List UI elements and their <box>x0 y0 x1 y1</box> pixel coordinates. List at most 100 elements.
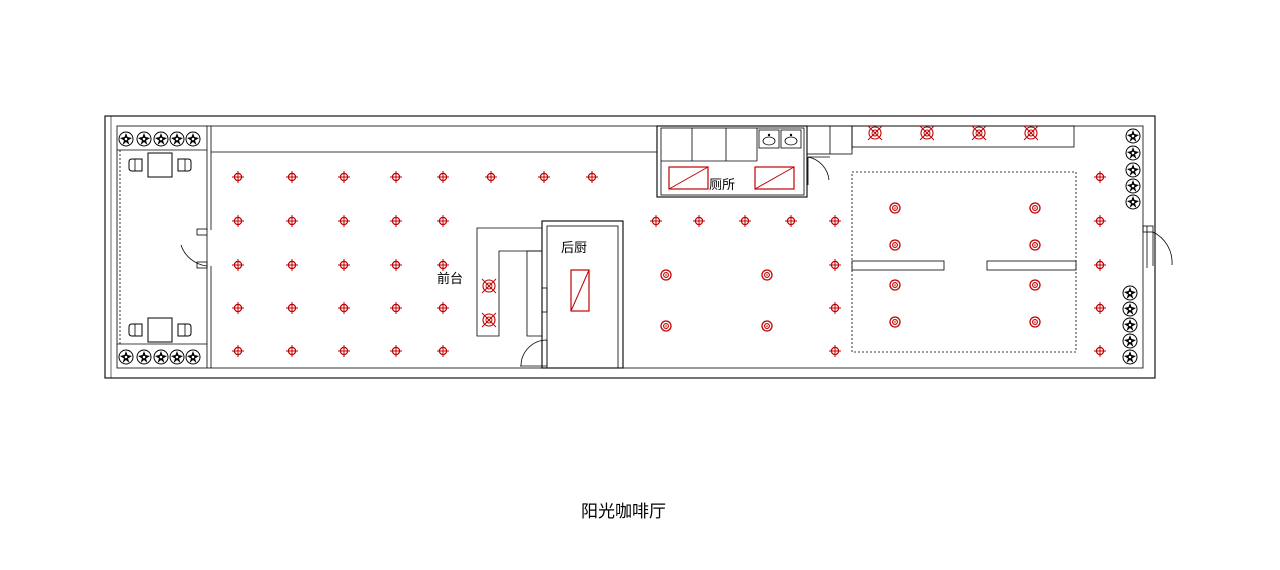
kitchen-room: 后厨 <box>541 220 624 369</box>
right-door-icon <box>1142 225 1173 268</box>
downlight-icon <box>784 214 798 228</box>
table-chairs-icon <box>128 152 192 178</box>
plant-icon <box>185 131 201 147</box>
left-terrace <box>117 126 212 368</box>
spotlight-icon <box>1029 202 1041 214</box>
plants-bottom-right <box>1122 285 1138 365</box>
downlight-icon <box>585 170 599 184</box>
downlight-icon <box>537 170 551 184</box>
spotlight-icon <box>889 239 901 251</box>
plant-icon <box>1125 128 1141 144</box>
downlight-icon <box>389 170 403 184</box>
sink-icon <box>780 129 802 149</box>
fan-light-icon <box>481 312 497 328</box>
downlight-icon <box>231 170 245 184</box>
kitchen-label: 后厨 <box>561 241 587 256</box>
vent-icon <box>570 269 590 312</box>
spotlight-icon <box>761 320 773 332</box>
plant-icon <box>136 349 152 365</box>
plant-icon <box>169 349 185 365</box>
downlight-icon <box>337 214 351 228</box>
plants-top-left <box>118 131 201 147</box>
plant-icon <box>153 349 169 365</box>
fan-light-icon <box>867 125 883 141</box>
downlight-icon <box>1093 170 1107 184</box>
plant-icon <box>1125 194 1141 210</box>
spotlight-icon <box>889 316 901 328</box>
downlight-icon <box>389 214 403 228</box>
downlight-icon <box>1093 258 1107 272</box>
spotlight-icon <box>761 269 773 281</box>
plant-icon <box>1122 333 1138 349</box>
vent-icon <box>754 166 795 190</box>
fan-light-icon <box>919 125 935 141</box>
spotlight-icon <box>889 279 901 291</box>
plant-icon <box>118 349 134 365</box>
fan-light-icon <box>971 125 987 141</box>
downlight-icon <box>337 344 351 358</box>
downlight-icon <box>484 170 498 184</box>
downlight-icon <box>436 301 450 315</box>
downlight-icon <box>285 344 299 358</box>
fan-lights <box>481 125 1039 328</box>
plan-title: 阳光咖啡厅 <box>581 502 666 522</box>
plant-icon <box>153 131 169 147</box>
top-right-counter <box>851 125 1075 148</box>
plant-icon <box>1122 317 1138 333</box>
spotlight-icon <box>660 320 672 332</box>
plant-icon <box>1122 301 1138 317</box>
front-desk-label: 前台 <box>437 271 463 287</box>
downlight-icon <box>1093 214 1107 228</box>
spotlight-icon <box>1029 239 1041 251</box>
fan-light-icon <box>481 278 497 294</box>
kitchen-door-icon <box>520 339 548 367</box>
table-chairs-icon <box>128 317 192 343</box>
downlight-icon <box>1093 344 1107 358</box>
spotlight-icon <box>889 202 901 214</box>
plants-bottom-left <box>118 349 201 365</box>
downlight-icon <box>1093 301 1107 315</box>
downlight-icon <box>337 301 351 315</box>
downlight-icon <box>828 258 842 272</box>
plant-icon <box>1122 285 1138 301</box>
downlight-icon <box>231 344 245 358</box>
stage-zone <box>851 171 1077 353</box>
toilet-door-icon <box>807 156 830 185</box>
left-door-icon <box>180 228 208 269</box>
downlight-icon <box>692 214 706 228</box>
downlight-icon <box>285 301 299 315</box>
spotlights <box>660 202 1041 332</box>
plant-icon <box>1125 178 1141 194</box>
vent-icon <box>668 166 709 190</box>
downlight-icon <box>828 301 842 315</box>
plants-top-right <box>1125 128 1141 210</box>
downlight-icon <box>389 301 403 315</box>
downlight-icon <box>828 344 842 358</box>
downlight-icon <box>436 170 450 184</box>
downlight-icon <box>231 258 245 272</box>
downlight-icon <box>828 214 842 228</box>
plant-icon <box>1122 349 1138 365</box>
toilet-room: 厕所 <box>656 125 808 198</box>
downlight-icon <box>389 258 403 272</box>
downlight-icon <box>738 214 752 228</box>
downlight-icon <box>337 258 351 272</box>
downlights <box>231 170 1107 358</box>
toilet-label: 厕所 <box>709 178 735 193</box>
closets <box>806 125 853 155</box>
sink-icon <box>758 129 780 149</box>
downlight-icon <box>285 214 299 228</box>
spotlight-icon <box>660 269 672 281</box>
plant-icon <box>118 131 134 147</box>
outer-walls <box>104 115 1156 379</box>
spotlight-icon <box>1029 279 1041 291</box>
downlight-icon <box>436 214 450 228</box>
plant-icon <box>169 131 185 147</box>
plant-icon <box>185 349 201 365</box>
downlight-icon <box>231 301 245 315</box>
downlight-icon <box>649 214 663 228</box>
spotlight-icon <box>1029 316 1041 328</box>
plant-icon <box>1125 162 1141 178</box>
downlight-icon <box>337 170 351 184</box>
downlight-icon <box>285 258 299 272</box>
